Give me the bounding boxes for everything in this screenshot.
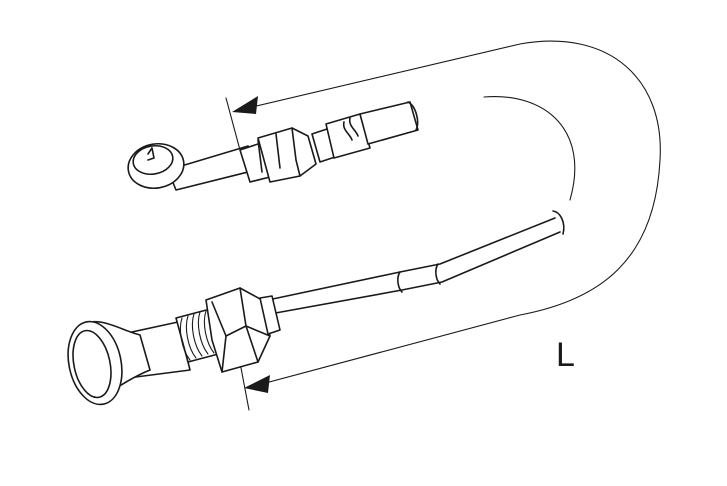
conduit-upper-edge: [267, 217, 556, 301]
eye-loop-screw: [147, 147, 155, 161]
small-hex-edge-1: [291, 127, 301, 177]
wire-end-assembly: [127, 101, 419, 191]
top-arrowhead: [232, 96, 258, 114]
nut-collar: [259, 295, 281, 335]
conduit-lower-edge: [269, 231, 561, 315]
knob-face-inner-rim: [72, 329, 112, 399]
length-dimension-line: [225, 40, 661, 411]
top-witness-line: [225, 97, 241, 151]
knob-face: [67, 320, 123, 406]
conduit-cut-end: [552, 210, 565, 235]
dimension-u-path: [247, 40, 661, 386]
dimension-label-L: L: [556, 336, 575, 374]
crimp-sleeve: [325, 113, 371, 159]
pull-knob-assembly: [67, 287, 281, 406]
inner-return-curve: [483, 96, 576, 201]
small-hex-edge-2: [275, 133, 281, 169]
upper-conduit-tail: [359, 101, 419, 145]
crimp-mark-2: [348, 117, 359, 137]
hex-nut-edge-3: [225, 325, 271, 337]
eye-loop-inner: [132, 144, 174, 176]
small-hex-edge-3: [257, 139, 263, 173]
upper-conduit-cut-end: [407, 101, 419, 131]
cable-conduit: [267, 96, 576, 315]
sleeve-band-right: [435, 263, 441, 285]
bushing-threads: [179, 310, 215, 361]
crimp-mark-1: [342, 121, 353, 141]
eye-loop-outer: [127, 142, 185, 190]
sleeve-band-left: [397, 271, 403, 293]
bottom-arrowhead: [244, 375, 270, 393]
